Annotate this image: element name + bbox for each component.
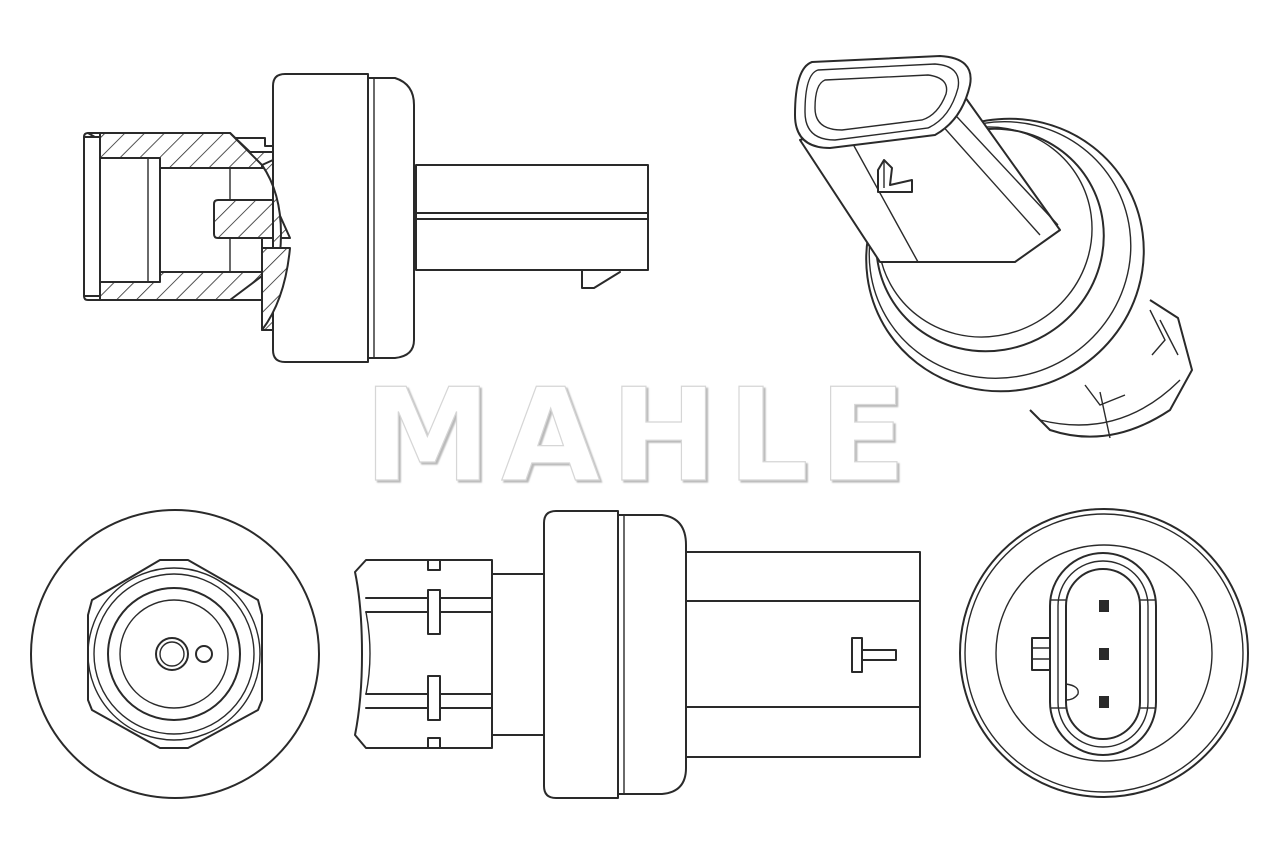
- view-top-end: [959, 508, 1249, 798]
- mahle-watermark: MAHLE: [363, 361, 917, 511]
- view-side-section: [83, 73, 649, 363]
- watermark-text: MAHLE: [364, 362, 917, 511]
- view-isometric: [794, 55, 1193, 439]
- view-bottom-end: [30, 509, 320, 799]
- connector-pins: [1099, 600, 1109, 708]
- view-side-elevation: [354, 510, 921, 799]
